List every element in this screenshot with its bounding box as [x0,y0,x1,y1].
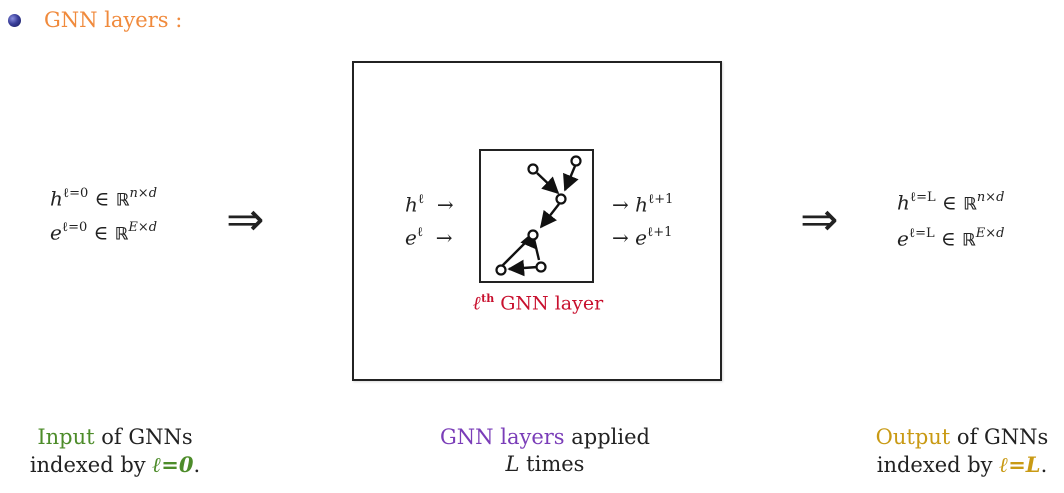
graph-diagram [495,155,582,277]
graph-edge [532,238,541,261]
input-caption: Input of GNNs indexed by ℓ=0. [29,425,201,477]
output-e-expression: eℓ=L ∈ ℝE×d [897,226,1005,251]
layer-output-e: → eℓ+1 [612,225,673,250]
graph-edge [563,165,579,192]
graph-node [527,229,539,241]
implies-arrow-right: ⇒ [800,192,839,246]
implies-arrow-left: ⇒ [226,192,265,246]
output-h-expression: hℓ=L ∈ ℝn×d [897,190,1005,215]
gnn-stack-box [352,61,722,381]
input-h-expression: hℓ=0 ∈ ℝn×d [50,186,158,211]
gnn-layer-box [479,149,594,283]
layer-input-h: hℓ → [405,192,454,217]
graph-edge [500,239,529,268]
graph-node [535,261,547,273]
middle-caption: GNN layers applied L times [440,425,650,476]
graph-node [527,163,539,175]
input-e-expression: eℓ=0 ∈ ℝE×d [50,220,158,245]
layer-input-e: eℓ → [405,225,453,250]
graph-edge [507,259,539,277]
graph-edge [536,172,560,195]
bullet-icon [8,14,21,27]
section-heading: GNN layers : [44,8,183,32]
graph-node [555,193,567,205]
output-caption: Output of GNNs indexed by ℓ=L. [875,425,1049,477]
graph-edge [539,203,560,229]
layer-output-h: → hℓ+1 [612,192,674,217]
graph-node [495,264,507,276]
layer-label: ℓth GNN layer [473,292,604,315]
graph-node [570,155,582,167]
